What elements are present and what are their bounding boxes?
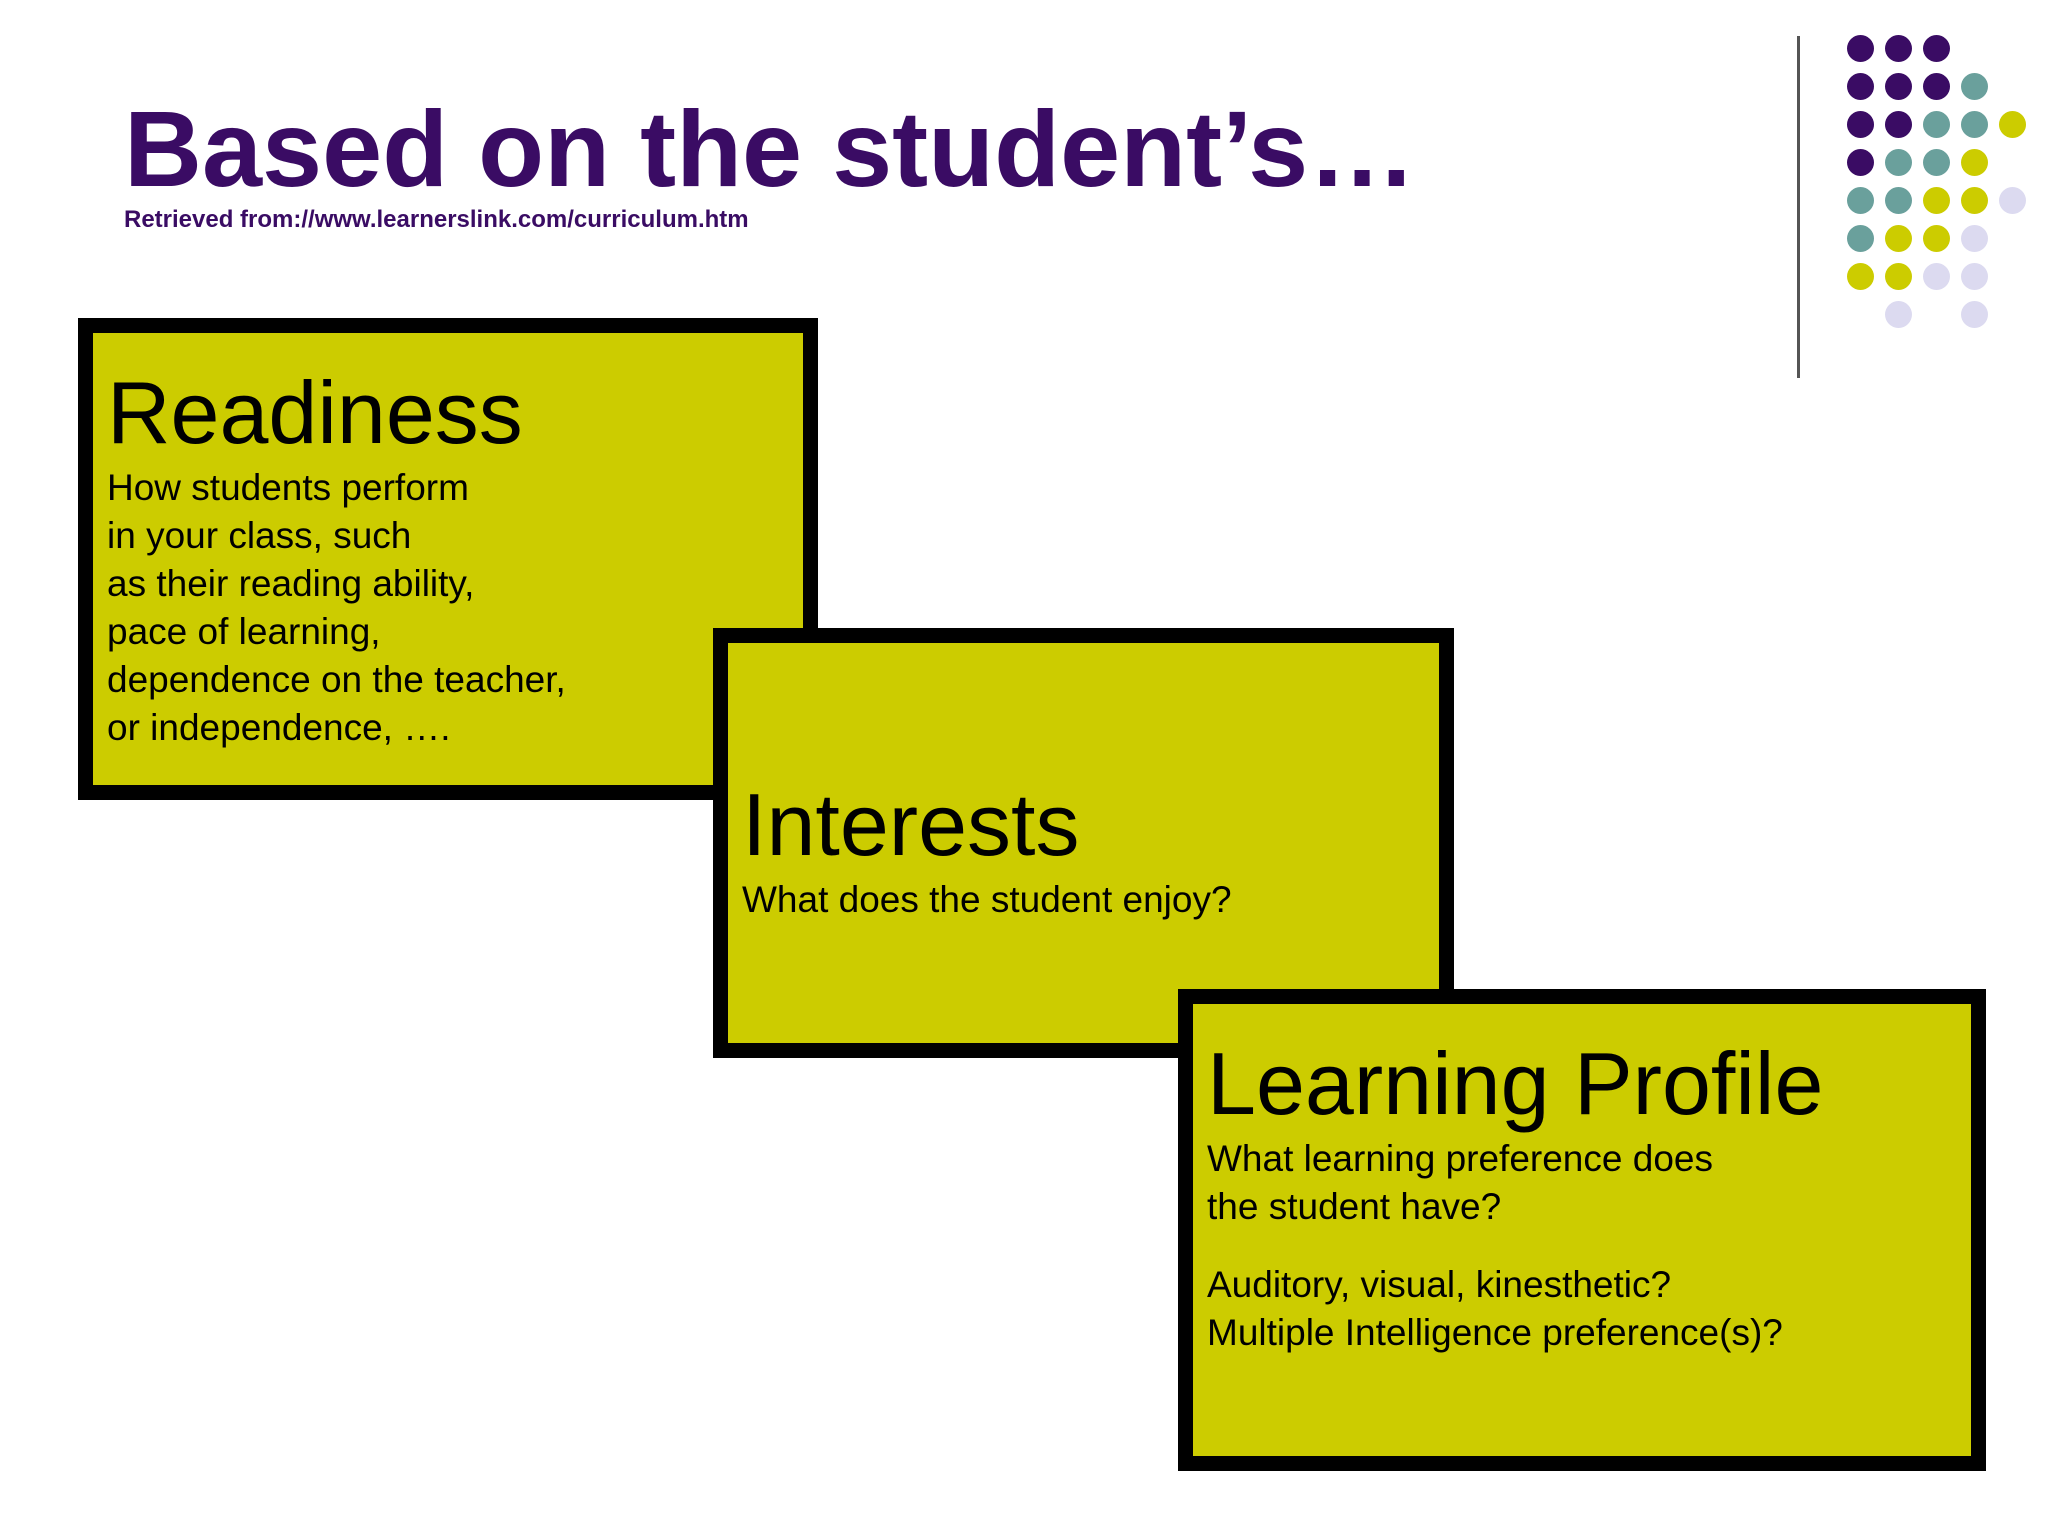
decorative-dot <box>1847 73 1874 100</box>
learning-profile-heading: Learning Profile <box>1207 1034 1824 1133</box>
interests-description: What does the student enjoy? <box>742 876 1425 924</box>
readiness-card: Readiness How students perform in your c… <box>78 318 818 800</box>
learning-profile-line: Multiple Intelligence preference(s)? <box>1207 1312 1783 1354</box>
decorative-dot <box>1961 263 1988 290</box>
readiness-line: How students perform <box>107 467 469 509</box>
decorative-dot <box>1847 111 1874 138</box>
decorative-dot <box>1999 187 2026 214</box>
decorative-dot <box>1961 225 1988 252</box>
readiness-line: dependence on the teacher, <box>107 659 566 701</box>
decorative-dot <box>1923 187 1950 214</box>
learning-profile-card: Learning Profile What learning preferenc… <box>1178 989 1986 1471</box>
source-citation: Retrieved from://www.learnerslink.com/cu… <box>124 206 749 233</box>
decorative-dot <box>1847 187 1874 214</box>
decorative-dot <box>1923 149 1950 176</box>
learning-profile-line: What learning preference does <box>1207 1138 1713 1180</box>
decorative-dot <box>1923 73 1950 100</box>
decorative-dot <box>1885 225 1912 252</box>
decorative-dot <box>1847 149 1874 176</box>
learning-profile-spacer <box>1207 1231 1957 1261</box>
decorative-dot <box>1999 111 2026 138</box>
decorative-dot <box>1961 301 1988 328</box>
readiness-line: as their reading ability, <box>107 563 475 605</box>
decorative-dot <box>1847 263 1874 290</box>
decorative-dot <box>1923 111 1950 138</box>
learning-profile-description: What learning preference does the studen… <box>1207 1135 1957 1357</box>
slide-title: Based on the student’s… <box>124 88 1417 209</box>
decorative-dot <box>1885 149 1912 176</box>
decorative-dot <box>1961 73 1988 100</box>
decorative-dot <box>1885 111 1912 138</box>
decorative-dot <box>1885 35 1912 62</box>
decorative-dot <box>1923 225 1950 252</box>
decorative-divider <box>1797 36 1800 378</box>
learning-profile-line: Auditory, visual, kinesthetic? <box>1207 1264 1672 1306</box>
readiness-line: pace of learning, <box>107 611 381 653</box>
decorative-dot <box>1923 263 1950 290</box>
decorative-dot <box>1847 225 1874 252</box>
decorative-dot <box>1961 149 1988 176</box>
interests-card: Interests What does the student enjoy? <box>713 628 1454 1058</box>
interests-heading: Interests <box>742 775 1080 874</box>
decorative-dot <box>1885 301 1912 328</box>
decorative-dot <box>1961 187 1988 214</box>
decorative-dot <box>1885 73 1912 100</box>
readiness-heading: Readiness <box>107 363 523 462</box>
decorative-dot <box>1961 111 1988 138</box>
decorative-dot <box>1885 187 1912 214</box>
readiness-line: in your class, such <box>107 515 412 557</box>
decorative-dot <box>1885 263 1912 290</box>
readiness-line: or independence, …. <box>107 707 451 749</box>
decorative-dot <box>1847 35 1874 62</box>
decorative-dot <box>1923 35 1950 62</box>
readiness-description: How students perform in your class, such… <box>107 464 789 752</box>
learning-profile-line: the student have? <box>1207 1186 1502 1228</box>
interests-line: What does the student enjoy? <box>742 879 1232 921</box>
